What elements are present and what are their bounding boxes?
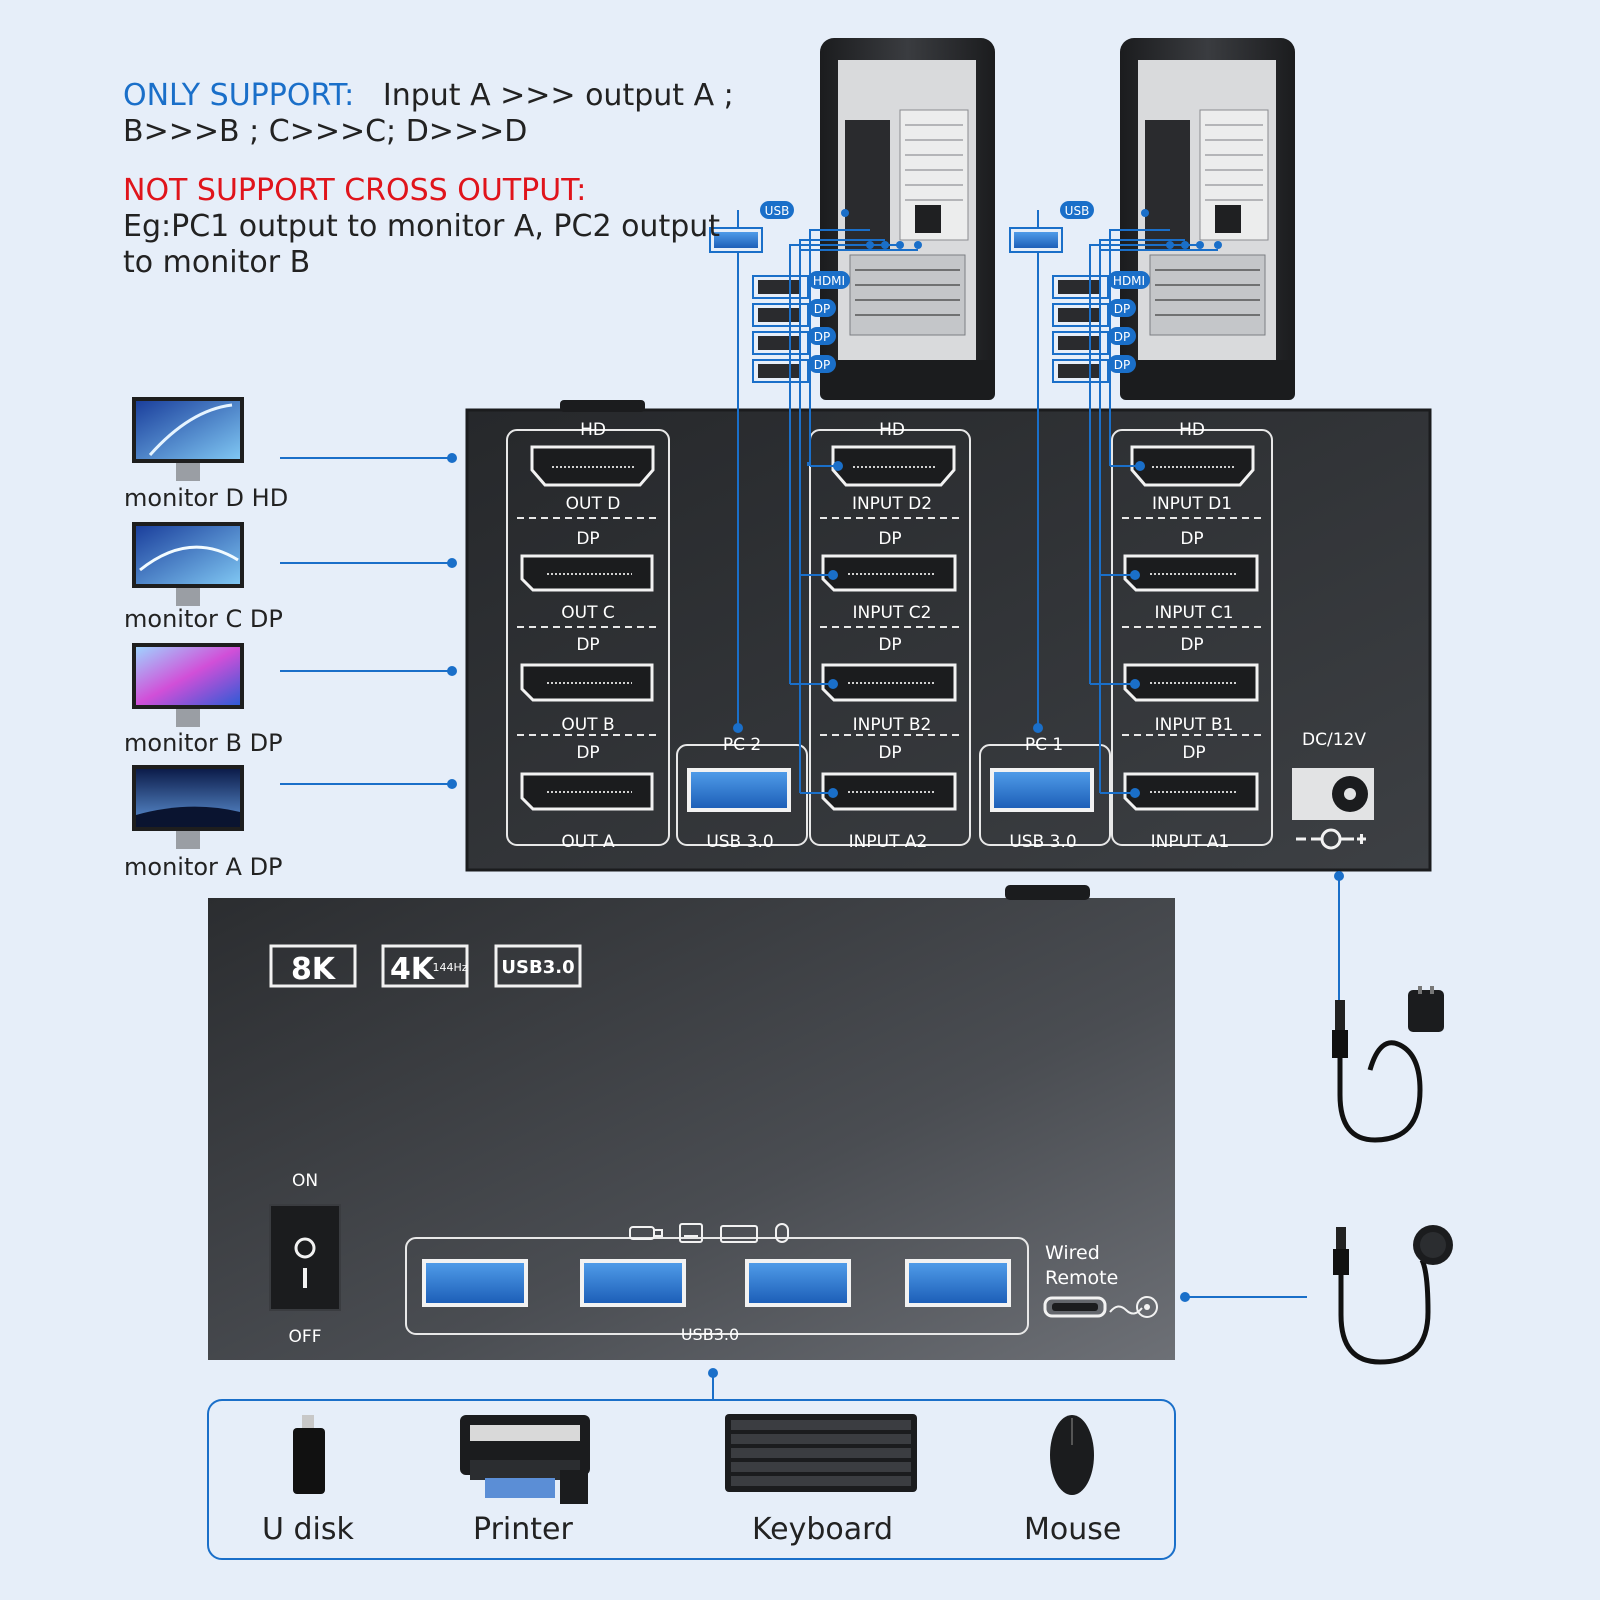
keyboard-label: Keyboard [752,1512,894,1547]
pc-tower-2 [820,38,995,400]
input-c2-label: INPUT C2 [853,603,932,623]
badge-8k: 8K [291,952,337,987]
only-support-label: ONLY SUPPORT: [123,78,355,113]
remote-label: Remote [1045,1267,1118,1289]
input2-group-frame [809,429,971,846]
input-a1-label: INPUT A1 [1151,832,1230,852]
spec-badges [269,944,582,988]
in2-b-dp-label: DP [878,635,901,655]
keyboard-image [725,1414,917,1492]
rear-usb-ports [687,768,1094,812]
power-switch [269,1204,341,1311]
mouse-label: Mouse [1024,1512,1122,1547]
in1-c-dp-label: DP [1180,529,1203,549]
off-label: OFF [289,1327,322,1347]
pc1-hdmi-pill-label: HDMI [1113,274,1145,288]
on-label: ON [292,1171,318,1191]
out-a-label: OUT A [561,832,615,852]
device-icons [629,1223,789,1243]
in2-a-dp-label: DP [878,743,901,763]
in1-hd-label: HD [1179,420,1205,440]
out-c-dp-label: DP [576,529,599,549]
pc2-usb-pill-label: USB [765,204,790,218]
input-d2-label: INPUT D2 [852,494,932,514]
pc1-dp-pill-label-1: DP [1114,302,1130,316]
usb-pc2-frame [676,744,808,846]
not-support-label: NOT SUPPORT CROSS OUTPUT: [123,173,587,208]
connection-lines [280,210,1340,1400]
in1-b-dp-label: DP [1180,635,1203,655]
input-b1-label: INPUT B1 [1155,715,1234,735]
front-usb-ports [422,1259,1011,1307]
monitor-b-label: monitor B DP [124,729,283,757]
mouse-image [1050,1415,1094,1495]
pc1-dp-pill-label-2: DP [1114,330,1130,344]
front-usb-label: USB3.0 [681,1325,739,1344]
peripherals-frame [207,1399,1176,1560]
out-c-label: OUT C [561,603,614,623]
input-c1-label: INPUT C1 [1155,603,1234,623]
wired-remote-image [1333,1225,1453,1365]
out-b-dp-label: DP [576,635,599,655]
connection-dots [447,209,1344,1378]
not-support-notice: NOT SUPPORT CROSS OUTPUT: Eg:PC1 output … [123,173,720,281]
badge-4k: 4K [390,952,436,987]
pc2-usb-label: USB 3.0 [706,832,773,852]
pc-tower-1 [1120,38,1295,400]
monitor-a-label: monitor A DP [124,853,283,881]
pc2-port-callouts [709,227,809,383]
printer-label: Printer [473,1512,573,1547]
only-support-line1: Input A >>> output A ; [382,78,734,113]
front-panel [208,898,1175,1360]
out-a-dp-label: DP [576,743,599,763]
u-disk-image [293,1415,325,1494]
input-a2-label: INPUT A2 [849,832,928,852]
monitor-c-label: monitor C DP [124,605,283,633]
out-d-label: OUT D [566,494,621,514]
input1-group-frame [1111,429,1273,846]
front-usb-frame [405,1237,1029,1335]
output-group-frame [506,429,670,846]
monitor-d-image [132,397,244,481]
in1-a-dp-label: DP [1182,743,1205,763]
pc1-dp-pill-label-3: DP [1114,358,1130,372]
monitor-c-image [132,522,244,606]
input-d1-label: INPUT D1 [1152,494,1232,514]
badge-usb30: USB3.0 [501,957,574,978]
pc1-label: PC 1 [1025,735,1063,755]
out-b-label: OUT B [561,715,614,735]
pc2-hdmi-pill-label: HDMI [813,274,845,288]
not-support-line2: to monitor B [123,245,311,280]
pc-port-pills [760,201,1150,373]
u-disk-label: U disk [262,1512,354,1547]
pc2-dp-pill-label-3: DP [814,358,830,372]
only-support-line2: B>>>B ; C>>>C; D>>>D [123,114,528,149]
monitor-a-image [132,765,244,849]
remote-port [1043,1296,1158,1318]
monitor-d-label: monitor D HD [124,484,289,512]
only-support-notice: ONLY SUPPORT: Input A >>> output A ; B>>… [123,78,734,150]
badge-144hz: 144Hz [432,961,467,974]
in2-hd-label: HD [879,420,905,440]
dc-jack [1292,768,1374,850]
in2-c-dp-label: DP [878,529,901,549]
pc1-usb-label: USB 3.0 [1009,832,1076,852]
printer-image [460,1415,590,1504]
input-b2-label: INPUT B2 [853,715,932,735]
pc1-usb-pill-label: USB [1065,204,1090,218]
out-hd-label: HD [580,420,606,440]
monitor-b-image [132,643,244,727]
dc-label: DC/12V [1302,730,1366,750]
usb-pc1-frame [979,744,1111,846]
pc2-dp-pill-label-1: DP [814,302,830,316]
wired-label: Wired [1045,1242,1100,1264]
pc2-dp-pill-label-2: DP [814,330,830,344]
power-adapter-image [1332,986,1444,1143]
pc1-port-callouts [1009,227,1109,383]
pc2-label: PC 2 [723,735,761,755]
not-support-line1: Eg:PC1 output to monitor A, PC2 output [123,209,721,244]
